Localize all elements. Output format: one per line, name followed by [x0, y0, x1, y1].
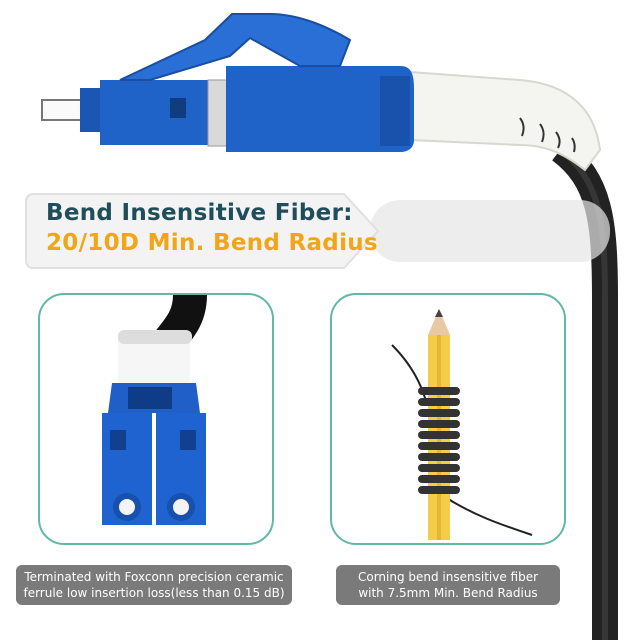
banner-title: Bend Insensitive Fiber:	[46, 200, 353, 226]
caption-connector-line2: ferrule low insertion loss(less than 0.1…	[23, 586, 285, 600]
panel-duplex-connector	[38, 293, 274, 545]
caption-fiber-line1: Corning bend insensitive fiber	[357, 570, 539, 584]
fiber-coil-icon	[418, 387, 460, 494]
duplex-lc-connector-icon	[102, 295, 207, 525]
caption-fiber: Corning bend insensitive fiber with 7.5m…	[336, 565, 560, 605]
fiber-pencil-icon	[391, 309, 533, 540]
banner-subtitle: 20/10D Min. Bend Radius	[46, 230, 378, 256]
caption-connector: Terminated with Foxconn precision cerami…	[16, 565, 292, 605]
caption-fiber-line2: with 7.5mm Min. Bend Radius	[358, 586, 538, 600]
banner: Bend Insensitive Fiber: 20/10D Min. Bend…	[24, 192, 380, 270]
panel-bend-fiber	[330, 293, 566, 545]
banner-shape-icon	[25, 193, 380, 269]
caption-connector-line1: Terminated with Foxconn precision cerami…	[24, 570, 284, 584]
